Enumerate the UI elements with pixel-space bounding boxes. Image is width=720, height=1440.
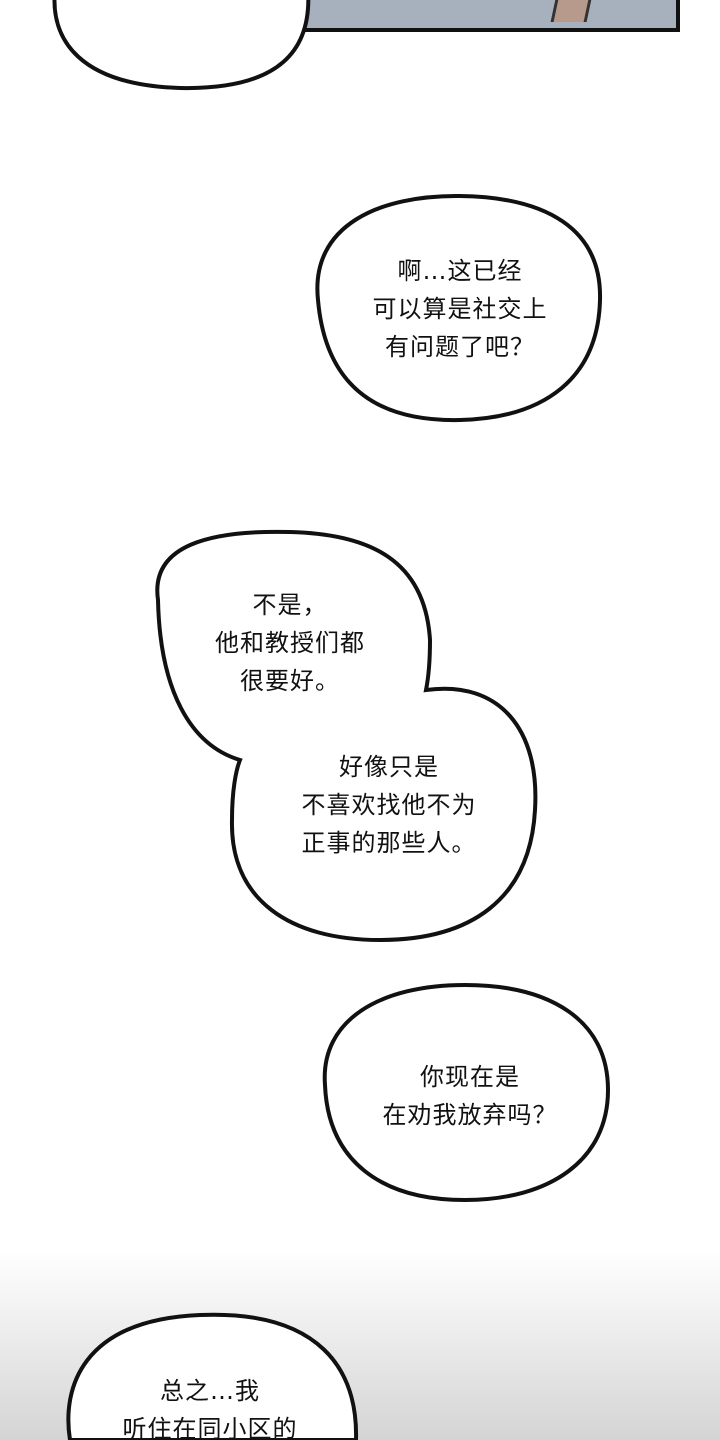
bubble-line: 有问题了吧？	[385, 333, 535, 361]
partial-bubble-top	[52, 0, 311, 91]
bubble-line: 正事的那些人。	[301, 829, 477, 857]
speech-bubble-2-3	[155, 529, 538, 943]
bubble-line: 好像只是	[339, 753, 439, 781]
bubble-line: 你现在是	[420, 1063, 520, 1091]
bubble-4-text: 你现在是 在劝我放弃吗？	[350, 1058, 590, 1134]
bubble-line: 总之…我	[160, 1377, 260, 1405]
speech-bubble-5	[66, 1312, 359, 1440]
bubble-1-text: 啊…这已经 可以算是社交上 有问题了吧？	[330, 252, 590, 366]
bubble-line: 听住在同小区的	[122, 1415, 298, 1440]
top-comic-panel	[300, 0, 680, 32]
bubble-5-text: 总之…我 听住在同小区的	[90, 1372, 330, 1440]
bubble-line: 不喜欢找他不为	[301, 791, 477, 819]
speech-bubble-1	[315, 193, 603, 423]
speech-bubble-4	[322, 982, 611, 1203]
bubble-line: 可以算是社交上	[372, 295, 548, 323]
bubble-line: 很要好。	[240, 667, 340, 695]
bubble-line: 他和教授们都	[215, 629, 365, 657]
bubble-line: 啊…这已经	[397, 257, 523, 285]
bubble-2-text: 不是， 他和教授们都 很要好。	[180, 586, 400, 700]
bubble-line: 不是，	[252, 591, 328, 619]
bubble-3-text: 好像只是 不喜欢找他不为 正事的那些人。	[264, 748, 514, 862]
bubble-line: 在劝我放弃吗？	[382, 1101, 558, 1129]
